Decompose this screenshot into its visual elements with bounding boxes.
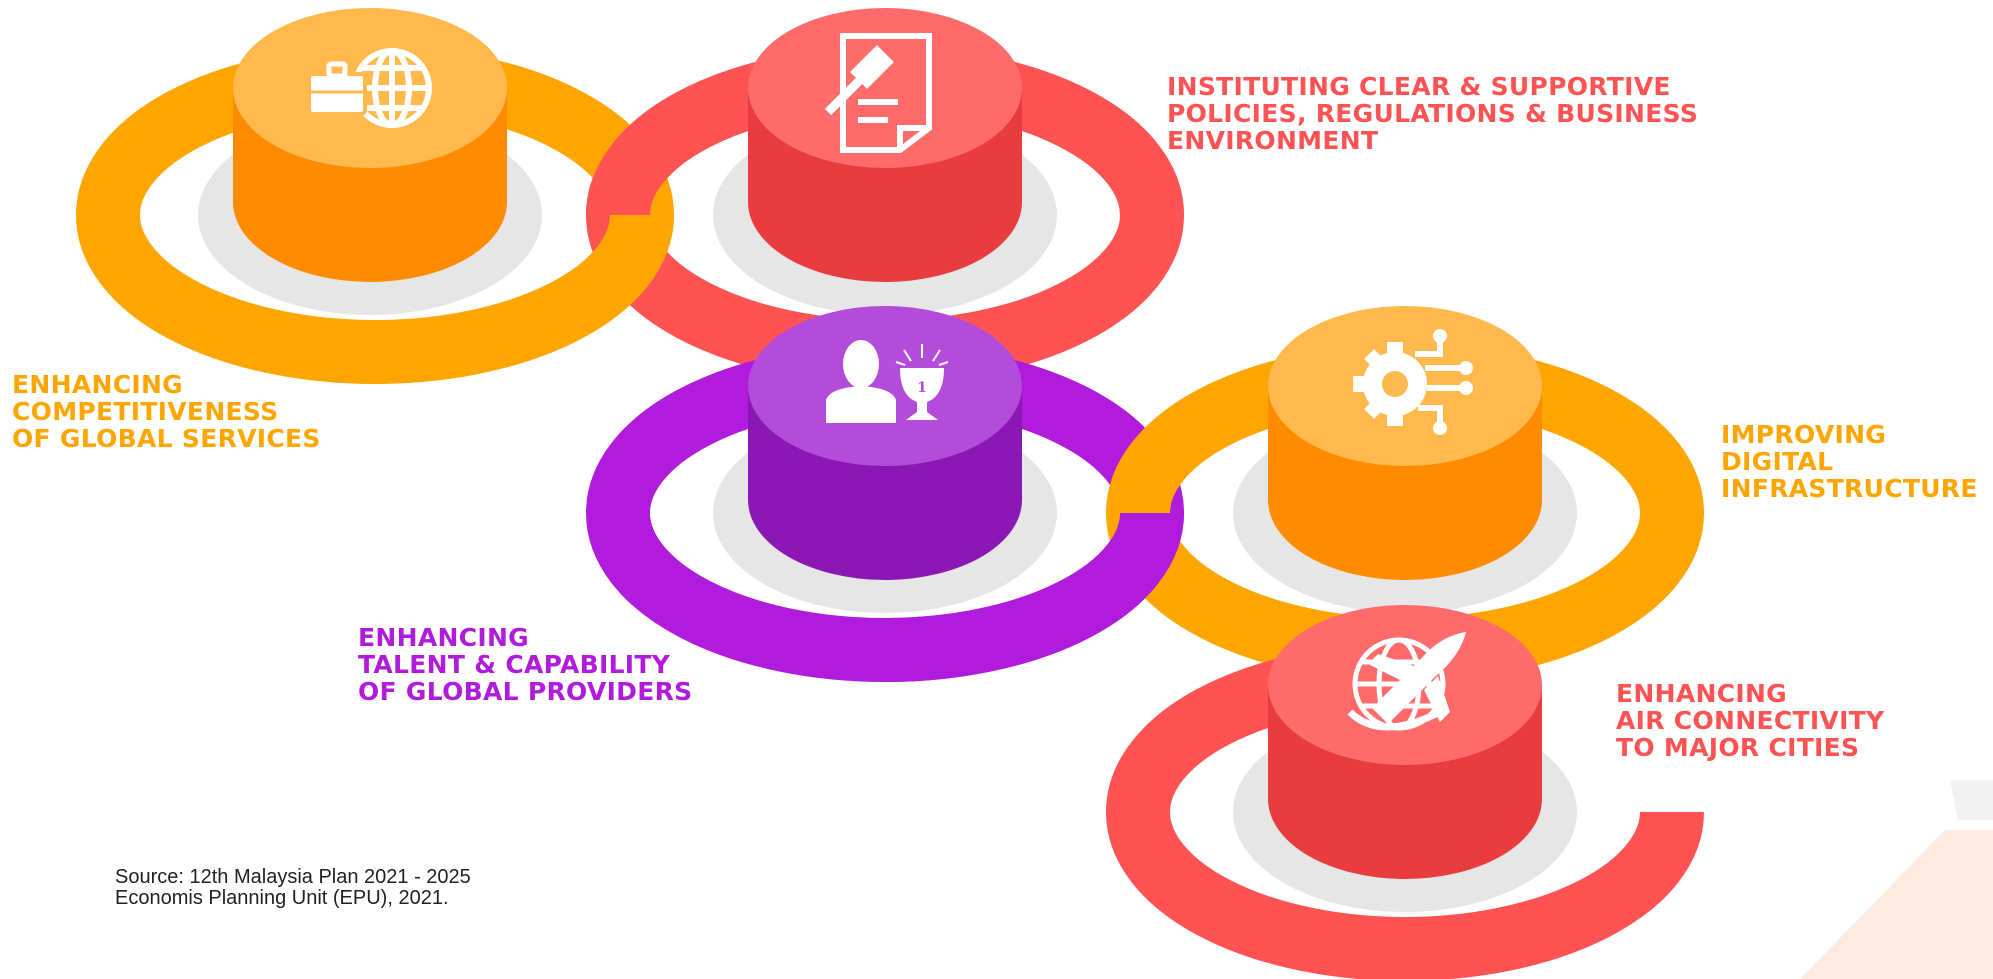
ring-talent-join [884, 511, 1184, 682]
source-line-1: Source: 12th Malaysia Plan 2021 - 2025 [115, 866, 471, 888]
source-line-2: Economis Planning Unit (EPU), 2021. [115, 887, 449, 909]
trophy-rank: 1 [917, 380, 927, 396]
label-line: COMPETITIVENESS [12, 397, 279, 426]
gavel-document-icon [824, 33, 932, 153]
label-talent: ENHANCING TALENT & CAPABILITY OF GLOBAL … [358, 624, 692, 705]
pillar-digital [1233, 306, 1577, 613]
cylinder-top [748, 8, 1022, 168]
label-line: OF GLOBAL PROVIDERS [358, 677, 693, 706]
person-icon [843, 340, 879, 388]
cylinder-top [748, 306, 1022, 466]
ring-competitiveness-left [76, 46, 375, 384]
trophy-icon [900, 368, 944, 420]
pillar-policies [713, 8, 1057, 315]
label-line: TALENT & CAPABILITY [358, 650, 671, 679]
label-competitiveness: ENHANCING COMPETITIVENESS OF GLOBAL SERV… [12, 371, 321, 452]
label-line: OF GLOBAL SERVICES [12, 424, 321, 453]
label-digital: IMPROVING DIGITAL INFRASTRUCTURE [1721, 421, 1978, 502]
sparkle-icon [895, 344, 949, 366]
label-line: AIR CONNECTIVITY [1616, 706, 1885, 735]
globe-briefcase-icon [307, 48, 432, 128]
corner-decoration [1800, 780, 1993, 979]
pillar-talent: 1 [713, 306, 1057, 613]
label-line: POLICIES, REGULATIONS & BUSINESS [1167, 99, 1699, 128]
label-line: INFRASTRUCTURE [1721, 474, 1978, 503]
source-note: Source: 12th Malaysia Plan 2021 - 2025 E… [115, 867, 471, 909]
ring-air [1106, 643, 1704, 979]
globe-airplane-icon [1347, 632, 1466, 731]
gear-circuit-icon [1353, 329, 1473, 435]
label-line: ENHANCING [12, 370, 183, 399]
label-line: ENHANCING [1616, 679, 1787, 708]
label-line: IMPROVING [1721, 420, 1887, 449]
label-air: ENHANCING AIR CONNECTIVITY TO MAJOR CITI… [1616, 680, 1884, 761]
label-line: ENVIRONMENT [1167, 126, 1379, 155]
label-line: ENHANCING [358, 623, 529, 652]
pillar-air [1233, 605, 1577, 912]
label-line: TO MAJOR CITIES [1616, 733, 1860, 762]
label-line: DIGITAL [1721, 447, 1834, 476]
label-line: INSTITUTING CLEAR & SUPPORTIVE [1167, 72, 1671, 101]
person-body [826, 386, 896, 423]
corner-stripe-2 [1950, 780, 1993, 820]
label-policies: INSTITUTING CLEAR & SUPPORTIVE POLICIES,… [1167, 73, 1698, 154]
person-trophy-icon: 1 [826, 340, 949, 423]
pillar-competitiveness [198, 8, 542, 315]
airplane-icon [1368, 632, 1466, 724]
corner-stripe-1 [1800, 830, 1993, 979]
